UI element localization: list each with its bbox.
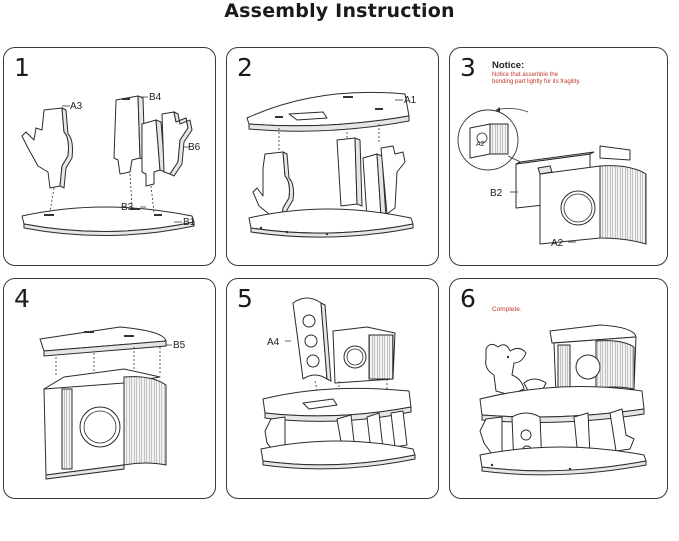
- step-6-panel: 6 Complete.: [449, 278, 668, 499]
- page-title: Assembly Instruction: [224, 0, 455, 22]
- label-a2: A2: [551, 238, 564, 249]
- label-a2-small: A2: [476, 141, 485, 148]
- house-side-hatch: [123, 376, 167, 466]
- step-5-panel: 5 A4: [226, 278, 439, 499]
- label-b1: B1: [183, 217, 196, 228]
- step-number: 1: [14, 53, 30, 82]
- notice-line-2: bending part lightly for its fragility.: [492, 79, 581, 85]
- label-b6: B6: [188, 142, 201, 153]
- notice-line-1: Notice that assemble the: [492, 72, 559, 78]
- complete-text: Complete.: [492, 306, 522, 313]
- piece-b6-assembled: [380, 145, 406, 215]
- label-b2: B2: [490, 188, 503, 199]
- label-a3: A3: [70, 101, 83, 112]
- step-4-panel: 4 B5: [3, 278, 216, 499]
- mouse-figure: [485, 343, 527, 396]
- label-a1: A1: [404, 95, 417, 106]
- step-2-diagram: A1: [246, 91, 417, 238]
- arrow-head-icon: [496, 107, 500, 113]
- step-3-panel: 3 Notice: Notice that assemble the bendi…: [449, 47, 668, 266]
- arrow-icon: [495, 108, 529, 113]
- step-3-diagram: Notice: Notice that assemble the bending…: [457, 60, 647, 249]
- step-4-diagram: B5: [39, 326, 186, 480]
- label-b4: B4: [149, 92, 162, 103]
- step-1-diagram: A3 B4 B6 B3 B1: [21, 92, 201, 236]
- label-b3: B3: [121, 202, 134, 213]
- piece-b4-assembled: [336, 137, 358, 207]
- curved-hatch: [599, 165, 647, 245]
- notice-title: Notice:: [492, 60, 524, 71]
- step-number: 4: [14, 284, 30, 313]
- label-b5: B5: [173, 340, 186, 351]
- step-1-panel: 1 A3 B4 B6 B3 B1: [3, 47, 216, 266]
- step-6-diagram: Complete.: [479, 306, 647, 476]
- step-number: 5: [237, 284, 253, 313]
- step-number: 3: [460, 53, 476, 82]
- step-number: 2: [237, 53, 253, 82]
- step-number: 6: [460, 284, 476, 313]
- step-5-diagram: A4: [260, 297, 416, 470]
- label-a4: A4: [267, 337, 280, 348]
- piece-b4: [113, 95, 141, 175]
- step-2-panel: 2 A1: [226, 47, 439, 266]
